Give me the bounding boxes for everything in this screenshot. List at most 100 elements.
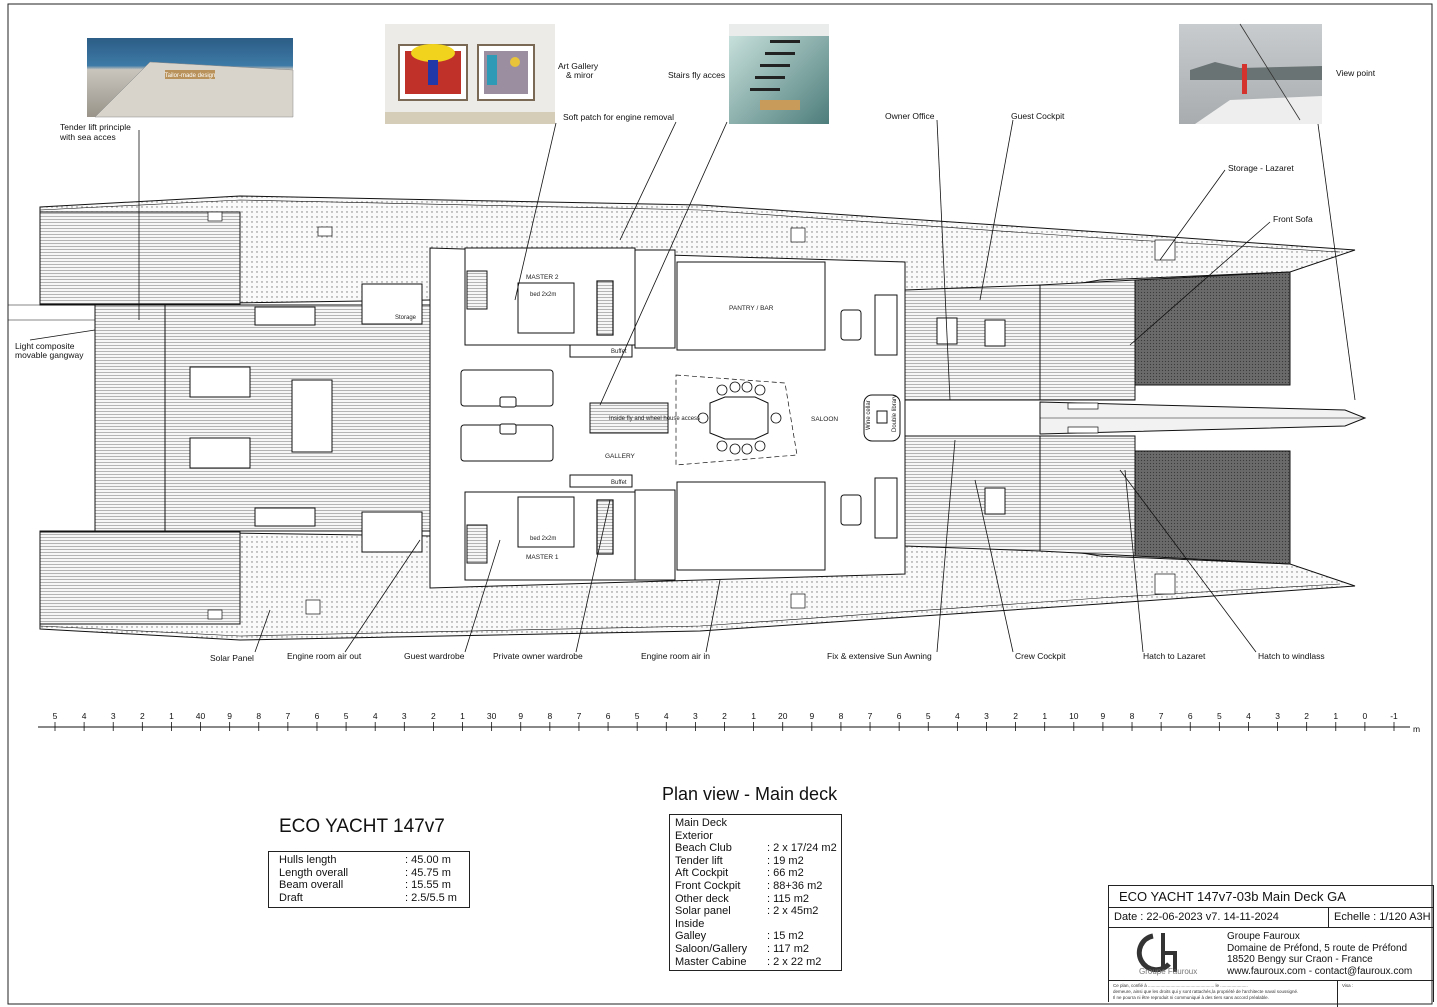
tender-lift-photo: Tailor-made design: [87, 38, 294, 118]
company-address: Domaine de Préfond, 5 route de Préfond: [1227, 942, 1408, 954]
bed-label: bed 2x2m: [530, 292, 556, 298]
area-row: Exterior: [675, 830, 841, 843]
scale-tick-label: 7: [286, 711, 291, 721]
scale-tick-label: 4: [82, 711, 87, 721]
scale-tick-label: -1: [1390, 711, 1398, 721]
scale-tick-label: 2: [140, 711, 145, 721]
scale-tick-label: 4: [955, 711, 960, 721]
scale-tick-label: 3: [111, 711, 116, 721]
lower-front-area: [1039, 435, 1136, 557]
area-label: Solar panel: [675, 905, 731, 918]
scale-tick-label: 8: [547, 711, 552, 721]
dim-label: Length overall: [279, 866, 349, 879]
front-cockpit: [904, 284, 1041, 401]
master-2-bed: [517, 282, 575, 334]
scale-tick-label: 2: [722, 711, 727, 721]
scale-tick-label: 6: [606, 711, 611, 721]
pantry-bar: [676, 261, 826, 351]
scale-tick-label: 6: [897, 711, 902, 721]
wine-cellar-label: Wine cellar: [866, 400, 872, 430]
scale-tick-label: 4: [664, 711, 669, 721]
scale-tick-label: 5: [53, 711, 58, 721]
callout-guest-cockpit: Guest Cockpit: [1011, 111, 1065, 121]
area-row: Solar panel : 2 x 45m2: [675, 905, 841, 918]
area-value: : 88+36 m2: [767, 879, 823, 892]
scale-tick-label: 4: [1246, 711, 1251, 721]
area-label: Main Deck: [675, 817, 727, 829]
callout-engine-air-out: Engine room air out: [287, 651, 362, 661]
stairs-access-label: Inside fly and wheel house access: [609, 416, 700, 422]
callout-gangway: Light composite: [15, 341, 75, 351]
dim-value: : 45.00 m: [405, 854, 451, 866]
callout-engine-air-in: Engine room air in: [641, 651, 710, 661]
area-value: : 115 m2: [767, 892, 809, 905]
area-value: : 19 m2: [767, 854, 804, 867]
front-cockpit-lower: [904, 435, 1041, 552]
dining-table: [709, 396, 769, 440]
scale-tick-label: 1: [751, 711, 756, 721]
callout-soft-patch: Soft patch for engine removal: [563, 112, 674, 122]
callout-art-gallery-2: & miror: [566, 70, 594, 80]
disclaimer-line: Il ne pourra ni être reproduit ni commun…: [1113, 995, 1269, 1000]
crew-lounge: [676, 481, 826, 571]
area-label: Other deck: [675, 892, 729, 905]
tender-lift: [94, 304, 166, 532]
disclaimer-line: Ce plan, confié à ......................…: [1113, 983, 1248, 988]
drawing-title: ECO YACHT 147v7-03b Main Deck GA: [1109, 886, 1433, 908]
callout-crew-cockpit: Crew Cockpit: [1015, 651, 1066, 661]
room-label-gallery: GALLERY: [605, 453, 636, 460]
area-row: Front Cockpit: 88+36 m2: [675, 880, 841, 893]
leader-lines: [29, 119, 1356, 653]
room-label-pantry: PANTRY / BAR: [729, 305, 774, 312]
glass-stairs-photo: [729, 24, 829, 124]
company-contact[interactable]: www.fauroux.com - contact@fauroux.com: [1227, 965, 1413, 977]
scale-tick-label: 6: [1188, 711, 1193, 721]
upper-beach-club: [39, 211, 241, 305]
room-label-master-2: MASTER 2: [526, 274, 559, 281]
area-value: : 117 m2: [767, 942, 809, 955]
callout-view-point: View point: [1336, 68, 1376, 78]
scale-tick-label: 9: [809, 711, 814, 721]
buffet-label: Buffet: [611, 349, 627, 355]
room-label-storage: Storage: [395, 315, 417, 321]
area-row: Master Cabine : 2 x 22 m2: [675, 956, 841, 969]
room-label-saloon: SALOON: [811, 416, 838, 423]
callout-solar-panel: Solar Panel: [210, 653, 254, 663]
area-row: Saloon/Gallery: 117 m2: [675, 943, 841, 956]
svg-text:Tailor-made design: Tailor-made design: [165, 73, 216, 79]
page-border: [7, 3, 1433, 1005]
callout-sun-awning: Fix & extensive Sun Awning: [827, 651, 932, 661]
scale-tick-label: 8: [1130, 711, 1135, 721]
bed-label: bed 2x2m: [530, 536, 556, 542]
scale-tick-label: 9: [227, 711, 232, 721]
callouts: Tender lift principle with sea acces Art…: [15, 61, 1376, 663]
scale-tick-label: 3: [1275, 711, 1280, 721]
scale-tick-label: 3: [693, 711, 698, 721]
scale-tick-label: 6: [315, 711, 320, 721]
callout-guest-wardrobe: Guest wardrobe: [404, 651, 465, 661]
stairs: [589, 402, 669, 434]
dim-row: Hulls length: 45.00 m: [279, 854, 469, 867]
drawing-scale: Echelle : 1/120 A3H: [1334, 911, 1431, 923]
area-label: Inside: [675, 917, 705, 930]
callout-art-gallery: Art Gallery: [558, 61, 599, 71]
scale-tick-label: 7: [868, 711, 873, 721]
callout-owner-wardrobe: Private owner wardrobe: [493, 651, 583, 661]
scale-tick-label: 20: [778, 711, 788, 721]
trampoline-net-upper: [1134, 271, 1291, 386]
disclaimer-line: demeure, ainsi que les droits qui y sont…: [1113, 989, 1299, 994]
scale-tick-label: 3: [984, 711, 989, 721]
room-labels: MASTER 2 bed 2x2m MASTER 1 bed 2x2m Stor…: [395, 274, 898, 561]
area-value: : 2 x 22 m2: [767, 955, 822, 968]
scale-tick-label: 3: [402, 711, 407, 721]
front-sofa-area: [1039, 279, 1136, 401]
room-label-master-1: MASTER 1: [526, 554, 559, 561]
dim-value: : 45.75 m: [405, 866, 451, 879]
scale-tick-label: 2: [431, 711, 436, 721]
area-label: Master Cabine: [675, 955, 747, 968]
scale-tick-label: 8: [256, 711, 261, 721]
scale-tick-label: 9: [518, 711, 523, 721]
area-value: : 2 x 45m2: [767, 905, 819, 918]
library-label: Double library: [892, 395, 898, 432]
